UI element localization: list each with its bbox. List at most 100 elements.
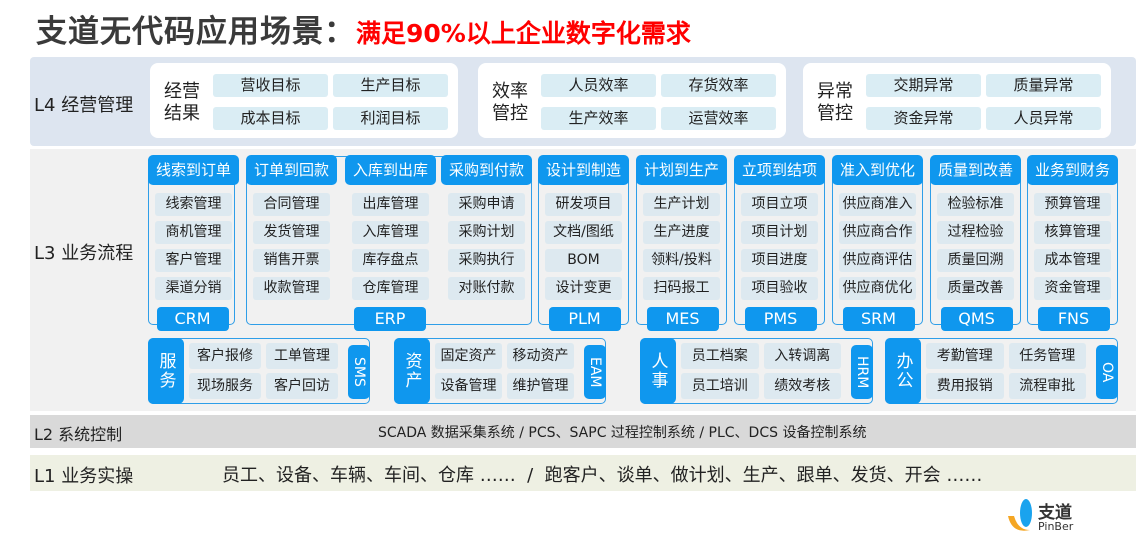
process-item: 项目验收 bbox=[741, 277, 818, 300]
process-item: 质量回溯 bbox=[937, 249, 1014, 272]
l1-label: L1 业务实操 bbox=[34, 466, 134, 487]
module-chip: 绩效考核 bbox=[763, 373, 841, 399]
module-chip: 现场服务 bbox=[189, 373, 261, 399]
l4-band: L4 经营管理 经营结果营收目标生产目标成本目标利润目标效率管控人员效率存货效率… bbox=[30, 57, 1136, 146]
l4-chip: 质量异常 bbox=[986, 74, 1101, 97]
process-item: 设计变更 bbox=[545, 277, 622, 300]
module-chip: 客户回访 bbox=[266, 373, 338, 399]
process-item: 资金管理 bbox=[1034, 277, 1111, 300]
process-item: 研发项目 bbox=[545, 193, 622, 216]
process-item: 生产计划 bbox=[643, 193, 720, 216]
system-frame: PLM bbox=[538, 156, 629, 331]
module-chip: 设备管理 bbox=[435, 373, 502, 399]
module-system: SMS bbox=[348, 345, 370, 399]
l4-label: L4 经营管理 bbox=[34, 95, 134, 116]
l4-group-label: 效率管控 bbox=[492, 81, 528, 124]
process-item: 出库管理 bbox=[352, 193, 429, 216]
process-item: 项目进度 bbox=[741, 249, 818, 272]
l3-band: L3 业务流程 CRM ERP PLM MES PMS SRM QMS FNS 线索到订单线索管… bbox=[30, 149, 1136, 411]
l2-band: L2 系统控制 SCADA 数据采集系统 / PCS、SAPC 过程控制系统 /… bbox=[30, 415, 1136, 448]
process-header: 采购到付款 bbox=[441, 155, 532, 185]
process-header: 设计到制造 bbox=[538, 155, 629, 185]
l4-chip: 利润目标 bbox=[333, 107, 448, 130]
process-item: 扫码报工 bbox=[643, 277, 720, 300]
system-badge-crm: CRM bbox=[156, 307, 229, 331]
process-item: 采购执行 bbox=[448, 249, 525, 272]
module-label: 人事 bbox=[640, 338, 676, 404]
module-chip: 移动资产 bbox=[507, 343, 574, 369]
process-item: 质量改善 bbox=[937, 277, 1014, 300]
process-item: 核算管理 bbox=[1034, 221, 1111, 244]
module-system: EAM bbox=[584, 345, 606, 399]
process-item: 采购申请 bbox=[448, 193, 525, 216]
process-item: 客户管理 bbox=[155, 249, 232, 272]
l4-chip: 交期异常 bbox=[866, 74, 981, 97]
process-item: 收款管理 bbox=[253, 277, 330, 300]
process-item: 领料/投料 bbox=[643, 249, 720, 272]
process-item: 渠道分销 bbox=[155, 277, 232, 300]
module-chip: 入转调离 bbox=[763, 343, 841, 369]
process-item: 采购计划 bbox=[448, 221, 525, 244]
system-badge-pms: PMS bbox=[744, 307, 817, 331]
system-badge-plm: PLM bbox=[548, 307, 621, 331]
process-item: 商机管理 bbox=[155, 221, 232, 244]
process-item: 预算管理 bbox=[1034, 193, 1111, 216]
process-header: 计划到生产 bbox=[636, 155, 727, 185]
module-chip: 费用报销 bbox=[926, 373, 1004, 399]
l4-chip: 存货效率 bbox=[661, 74, 776, 97]
process-item: 项目计划 bbox=[741, 221, 818, 244]
module-chip: 任务管理 bbox=[1008, 343, 1086, 369]
process-header: 订单到回款 bbox=[246, 155, 337, 185]
process-header: 立项到结项 bbox=[734, 155, 825, 185]
module-chip: 员工培训 bbox=[681, 373, 759, 399]
l4-chip: 人员效率 bbox=[541, 74, 656, 97]
process-item: BOM bbox=[545, 249, 622, 272]
system-badge-fns: FNS bbox=[1037, 307, 1110, 331]
process-item: 线索管理 bbox=[155, 193, 232, 216]
system-frame: CRM bbox=[148, 156, 235, 331]
process-header: 质量到改善 bbox=[930, 155, 1021, 185]
l4-group-box: 效率管控人员效率存货效率生产效率运营效率 bbox=[478, 63, 786, 138]
process-item: 供应商合作 bbox=[839, 221, 916, 244]
l4-chip: 成本目标 bbox=[213, 107, 328, 130]
system-badge-srm: SRM bbox=[842, 307, 915, 331]
l1-text: 员工、设备、车辆、车间、仓库 …… / 跑客户、谈单、做计划、生产、跟单、发货、… bbox=[222, 465, 983, 486]
process-item: 供应商优化 bbox=[839, 277, 916, 300]
title-highlight: 满足90%以上企业数字化需求 bbox=[356, 19, 691, 48]
process-header: 业务到财务 bbox=[1027, 155, 1118, 185]
l4-chip: 人员异常 bbox=[986, 107, 1101, 130]
process-item: 检验标准 bbox=[937, 193, 1014, 216]
l3-label: L3 业务流程 bbox=[34, 243, 134, 264]
process-item: 供应商评估 bbox=[839, 249, 916, 272]
module-system: HRM bbox=[851, 345, 873, 399]
process-item: 供应商准入 bbox=[839, 193, 916, 216]
system-badge-mes: MES bbox=[646, 307, 719, 331]
process-item: 项目立项 bbox=[741, 193, 818, 216]
process-header: 线索到订单 bbox=[148, 155, 239, 185]
system-badge-erp: ERP bbox=[354, 307, 426, 331]
process-item: 过程检验 bbox=[937, 221, 1014, 244]
l4-chip: 资金异常 bbox=[866, 107, 981, 130]
module-chip: 固定资产 bbox=[435, 343, 502, 369]
process-item: 库存盘点 bbox=[352, 249, 429, 272]
process-item: 生产进度 bbox=[643, 221, 720, 244]
system-frame: QMS bbox=[930, 156, 1021, 331]
system-badge-qms: QMS bbox=[940, 307, 1013, 331]
module-chip: 客户报修 bbox=[189, 343, 261, 369]
l1-band: L1 业务实操 员工、设备、车辆、车间、仓库 …… / 跑客户、谈单、做计划、生… bbox=[30, 455, 1136, 491]
l4-chip: 运营效率 bbox=[661, 107, 776, 130]
l4-group-label: 经营结果 bbox=[164, 81, 200, 124]
logo-mark-icon bbox=[1008, 499, 1032, 531]
pinber-logo: 支道 PinBer bbox=[1004, 496, 1084, 536]
l4-group-box: 异常管控交期异常质量异常资金异常人员异常 bbox=[803, 63, 1111, 138]
page-title: 支道无代码应用场景：满足90%以上企业数字化需求 bbox=[36, 6, 691, 51]
logo-sub: PinBer bbox=[1038, 520, 1074, 533]
module-chip: 员工档案 bbox=[681, 343, 759, 369]
system-frame: PMS bbox=[734, 156, 825, 331]
process-item: 仓库管理 bbox=[352, 277, 429, 300]
process-item: 入库管理 bbox=[352, 221, 429, 244]
l2-text: SCADA 数据采集系统 / PCS、SAPC 过程控制系统 / PLC、DCS… bbox=[378, 425, 867, 441]
system-frame: FNS bbox=[1027, 156, 1118, 331]
process-item: 销售开票 bbox=[253, 249, 330, 272]
